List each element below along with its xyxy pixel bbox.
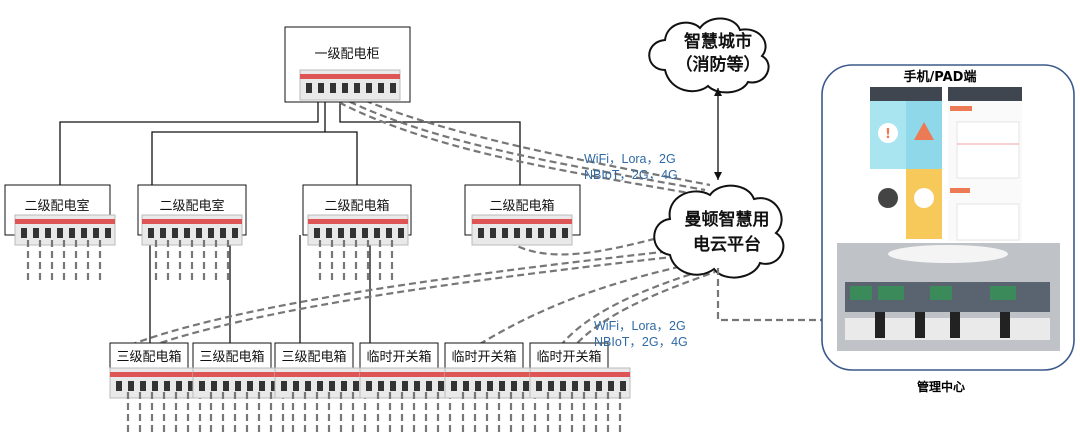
tertiary-label: 三级配电箱 (116, 349, 181, 365)
secondary-label: 二级配电室 (24, 198, 89, 214)
platform-line1: 曼顿智慧用 (685, 209, 770, 230)
network-top-line2: NBIoT，2G，4G (584, 168, 678, 182)
platform-cloud: 曼顿智慧用 电云平台 (653, 184, 785, 279)
control-room-image (837, 243, 1060, 351)
tertiary-box (529, 342, 609, 370)
tertiary-label: 临时开关箱 (451, 349, 516, 365)
tertiary-box (274, 342, 354, 370)
secondary-label: 二级配电箱 (324, 198, 389, 214)
management-center-caption: 管理中心 (917, 379, 965, 394)
platform-line2: 电云平台 (693, 234, 761, 255)
tertiary-box (359, 342, 439, 370)
tertiary-box (444, 342, 524, 370)
tertiary-label: 三级配电箱 (199, 349, 264, 365)
phone-screen-chart (948, 87, 1022, 241)
wireless-links (129, 90, 716, 381)
smart-city-line1: 智慧城市 (684, 31, 752, 52)
client-panel-title: 手机/PAD端 (904, 69, 977, 85)
network-bottom-line2: NBIoT，2G，4G (594, 335, 688, 349)
tertiary-row: 三级配电箱 三级配电箱 三级配电箱 临时开关箱 临时开关箱 临时开关箱 (109, 342, 631, 434)
tertiary-label: 临时开关箱 (536, 349, 601, 365)
hierarchy-lines (59, 100, 521, 345)
management-link (716, 268, 836, 322)
svg-text:!: ! (885, 127, 891, 142)
tertiary-label: 临时开关箱 (366, 349, 431, 365)
primary-label: 一级配电柜 (314, 47, 379, 62)
network-top-line1: WiFi，Lora，2G (584, 152, 676, 166)
client-panel: 手机/PAD端 ! (821, 64, 1075, 371)
primary-cabinet: 一级配电柜 (284, 26, 411, 103)
tertiary-box (192, 342, 272, 370)
smart-city-line2: （消防等） (676, 54, 761, 75)
phone-screen-dashboard: ! (870, 87, 942, 239)
secondary-label: 二级配电室 (159, 198, 224, 214)
secondary-label: 二级配电箱 (489, 198, 554, 214)
secondary-row: 二级配电室 二级配电室 二级配电箱 二级配电箱 (4, 184, 581, 282)
network-bottom-line1: WiFi，Lora，2G (594, 319, 686, 333)
tertiary-label: 三级配电箱 (281, 349, 346, 365)
tertiary-box (109, 342, 189, 370)
smart-city-cloud: 智慧城市 （消防等） (648, 17, 770, 94)
breaker-panel (529, 367, 631, 399)
